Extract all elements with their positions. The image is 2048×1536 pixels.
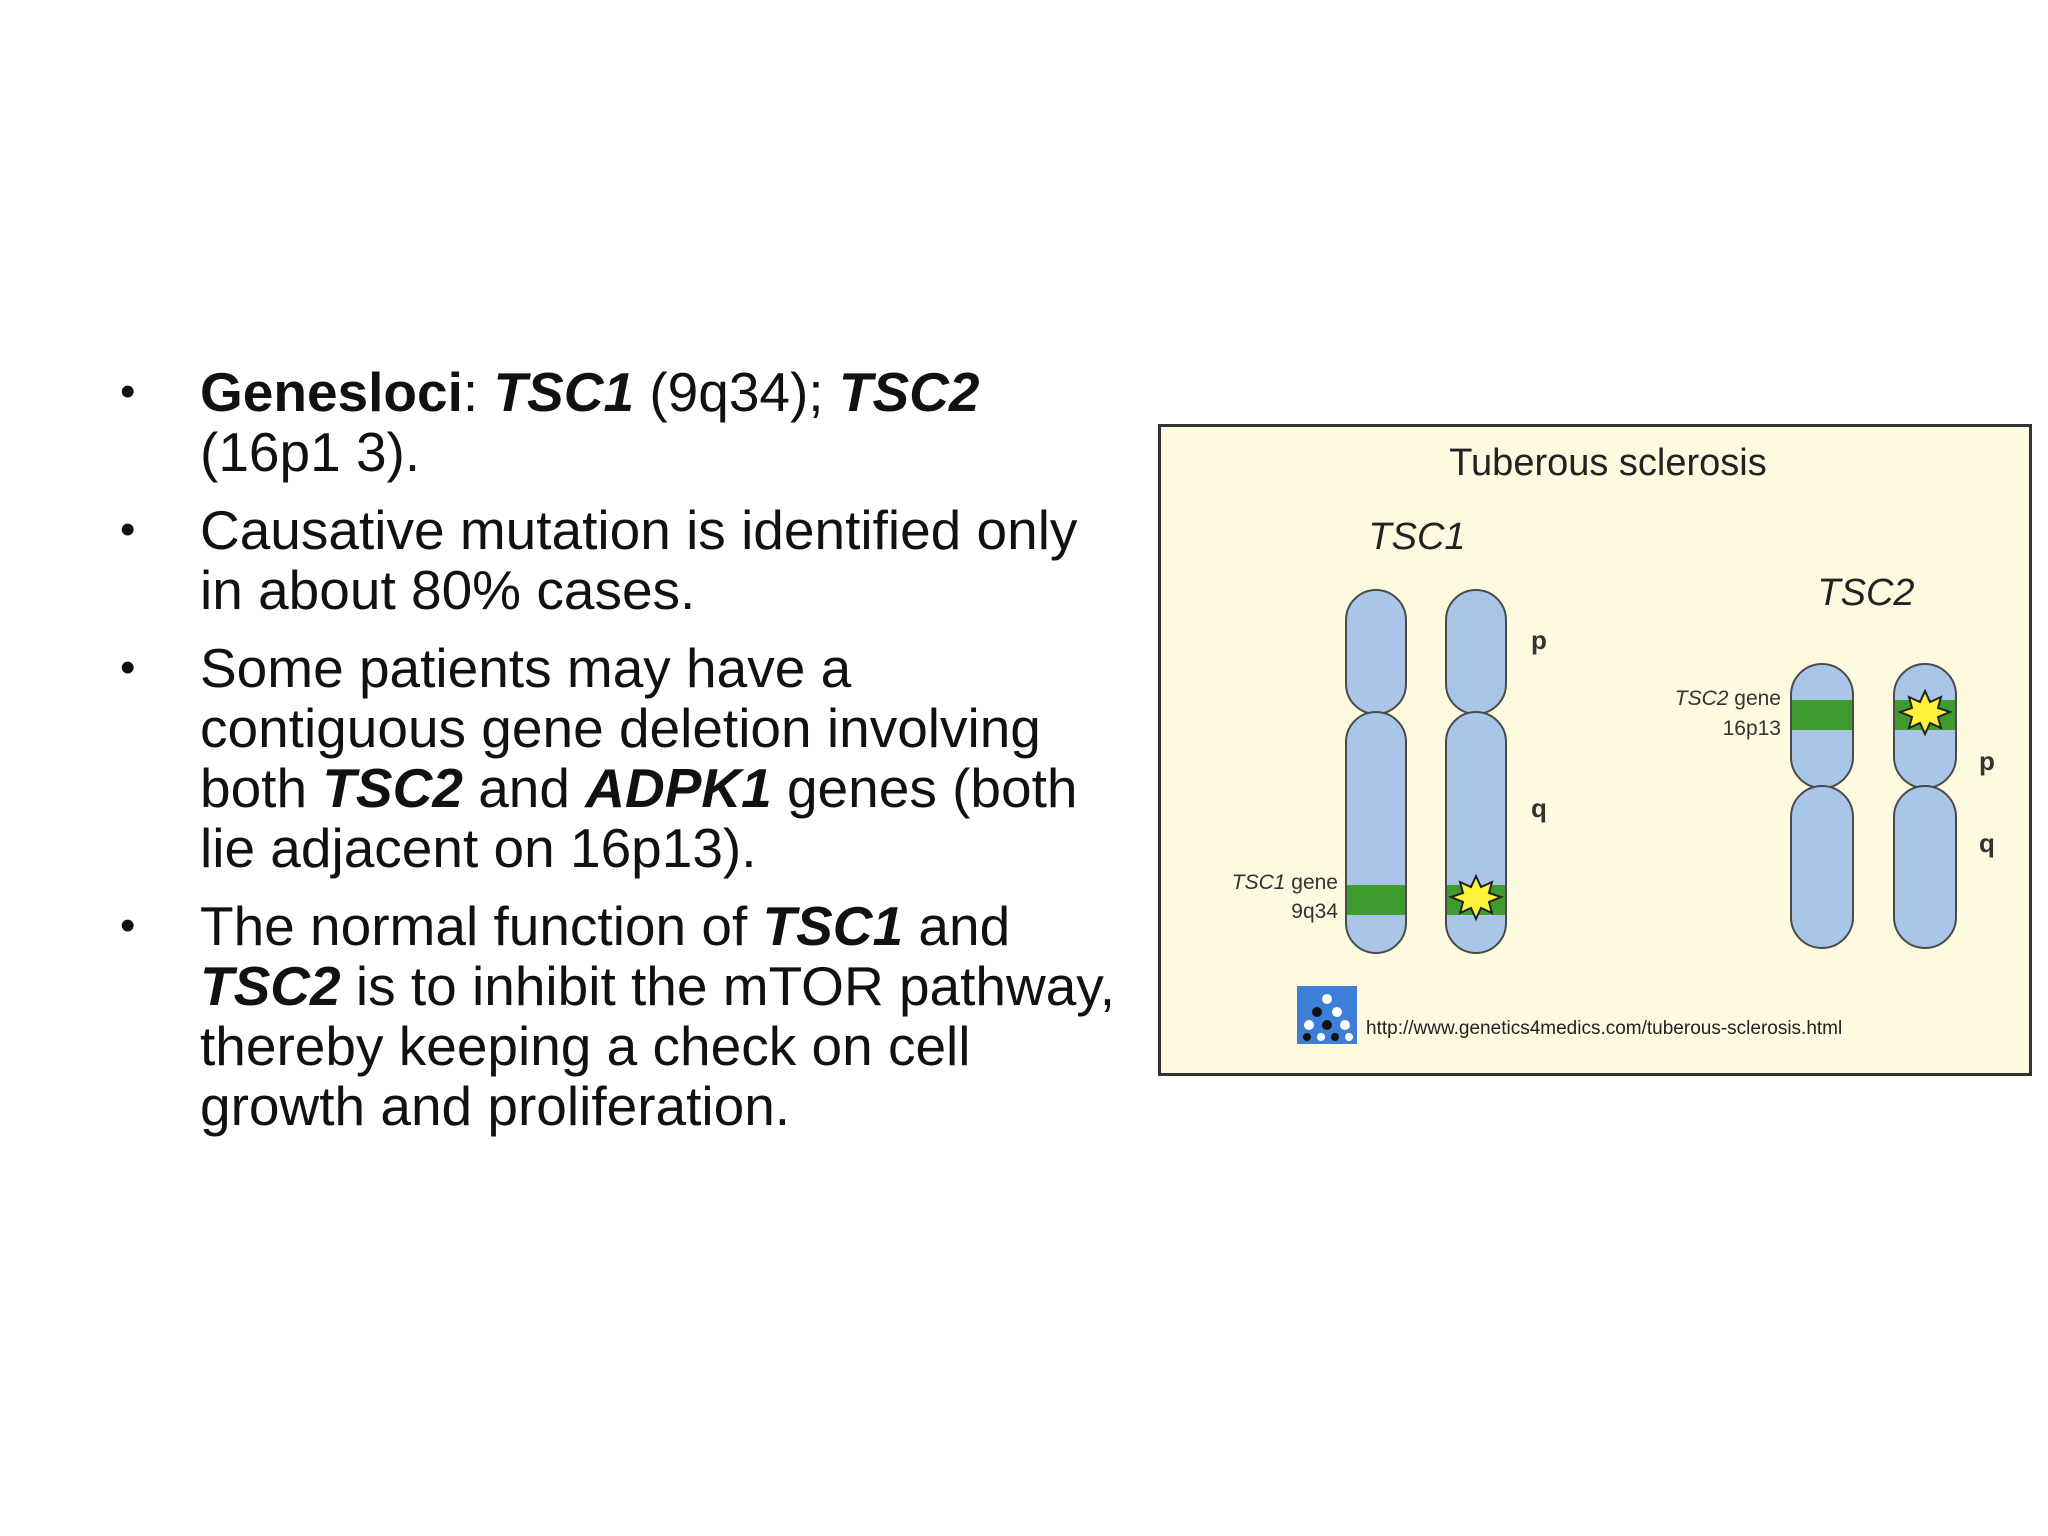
tsc1-chromosome-mutated <box>1445 589 1507 954</box>
tsc1-locus-label: 9q34 <box>1291 900 1338 923</box>
segment: (9q34); <box>634 361 839 423</box>
tsc2-heading: TSC2 <box>1817 572 1914 614</box>
mutation-star-icon <box>1448 873 1504 922</box>
bullet-item-3: • Some patients may have a contiguous gen… <box>120 638 1130 878</box>
segment: is to inhibit the mTOR pathway, thereby … <box>200 955 1115 1137</box>
tsc2-chromosome-normal <box>1790 663 1854 949</box>
segment: TSC2 <box>838 361 980 423</box>
tsc1-arm-q-label: q <box>1531 793 1547 823</box>
tsc1-heading: TSC1 <box>1368 516 1465 558</box>
source-url: http://www.genetics4medics.com/tuberous-… <box>1366 1018 1842 1039</box>
tsc1-gene-name: TSC1 <box>1232 871 1286 894</box>
segment: genes (both lie adjacent on 16p13). <box>200 757 1078 879</box>
tuberous-sclerosis-figure: Tuberous sclerosis TSC1 TSC2 p q TSC1 ge… <box>1158 424 2032 1076</box>
segment: Genesloci <box>200 361 463 423</box>
segment: Causative mutation is identified only in… <box>200 499 1078 621</box>
tsc1-chromosome-normal <box>1345 589 1407 954</box>
bullet-icon: • <box>120 901 136 950</box>
segment: TSC1 <box>762 895 904 957</box>
bullet-list: •Genesloci: TSC1 (9q34); TSC2 (16p1 3). … <box>120 362 1130 1154</box>
tsc2-gene-name: TSC2 <box>1675 687 1729 710</box>
mutation-star-icon <box>1897 688 1953 737</box>
bullet-text: Genesloci: TSC1 (9q34); TSC2 (16p1 3). <box>200 361 979 483</box>
bullet-item-4: • The normal function of TSC1 and TSC2 is… <box>120 896 1130 1136</box>
tsc2-gene-label: TSC2 gene <box>1675 687 1781 710</box>
tsc2-locus-label: 16p13 <box>1723 717 1781 740</box>
bullet-item-2: • Causative mutation is identified only i… <box>120 500 1130 620</box>
bullet-icon: • <box>120 367 136 416</box>
bullet-icon: • <box>120 505 136 554</box>
segment: and <box>903 895 1011 957</box>
segment: and <box>462 757 586 819</box>
segment: TSC2 <box>200 955 341 1017</box>
segment: (16p1 3). <box>200 421 421 483</box>
bullet-item-1: • Genesloci: TSC1 (9q34); TSC2 (16p1 3). <box>120 362 1130 482</box>
tsc2-gene-word: gene <box>1728 687 1781 710</box>
segment: ADPK1 <box>585 757 772 819</box>
figure-title: Tuberous sclerosis <box>1449 442 1767 484</box>
segment: : <box>462 361 494 423</box>
tsc1-gene-label: TSC1 gene <box>1232 871 1338 894</box>
tsc1-gene-word: gene <box>1285 871 1338 894</box>
segment: Some patients may have a contiguous gene… <box>200 637 1041 819</box>
bullet-text: The normal function of TSC1 and TSC2 is … <box>200 895 1115 1137</box>
tsc1-gene-band <box>1347 885 1405 915</box>
figure-svg: Tuberous sclerosis TSC1 TSC2 p q TSC1 ge… <box>1232 442 1995 1044</box>
segment: TSC2 <box>322 757 463 819</box>
segment: The normal function of <box>200 895 763 957</box>
tsc2-arm-p-label: p <box>1979 746 1995 776</box>
bullet-text: Some patients may have a contiguous gene… <box>200 637 1077 879</box>
tsc2-chromosome-mutated <box>1893 663 1957 949</box>
tsc2-gene-band <box>1792 700 1852 730</box>
bullet-icon: • <box>120 643 136 692</box>
tsc1-arm-p-label: p <box>1531 625 1547 655</box>
bullet-text: Causative mutation is identified only in… <box>200 499 1077 621</box>
segment: TSC1 <box>493 361 635 423</box>
genetics4medics-logo <box>1297 986 1357 1044</box>
tsc2-arm-q-label: q <box>1979 828 1995 858</box>
